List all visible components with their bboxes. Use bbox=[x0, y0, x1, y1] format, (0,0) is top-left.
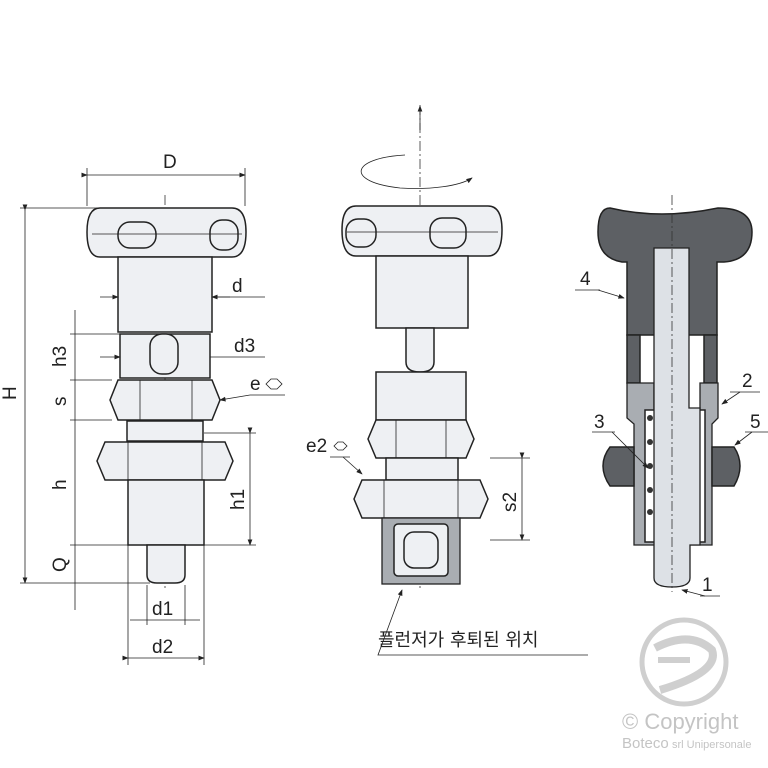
part-label-4: 4 bbox=[580, 269, 591, 290]
dim-s2: s2 bbox=[500, 492, 521, 512]
dim-d: d bbox=[232, 276, 243, 297]
nut-section-5 bbox=[602, 446, 635, 487]
part-label-2: 2 bbox=[742, 371, 753, 392]
dim-D: D bbox=[163, 152, 177, 173]
watermark-logo bbox=[639, 617, 729, 707]
copyright-watermark: © Copyright Boteco srl Unipersonale bbox=[622, 617, 751, 752]
watermark-copyright: © Copyright bbox=[622, 709, 738, 734]
rotation-arrow-icon bbox=[360, 154, 473, 189]
retracted-view: e2 s2 플런저가 후퇴된 위치 bbox=[306, 105, 588, 656]
plunger-pin-section-1 bbox=[653, 247, 701, 588]
lock-nut bbox=[96, 441, 234, 481]
watermark-company: Boteco bbox=[622, 735, 669, 752]
knob-hole-right bbox=[209, 219, 239, 251]
dim-d1: d1 bbox=[152, 599, 173, 620]
dim-h1: h1 bbox=[228, 489, 249, 510]
hex-nut-e bbox=[109, 379, 221, 421]
retracted-position-note: 플런저가 후퇴된 위치 bbox=[378, 630, 538, 651]
dim-e: e bbox=[250, 374, 261, 395]
washer bbox=[126, 420, 204, 442]
part-label-1: 1 bbox=[702, 575, 713, 596]
dim-h3: h3 bbox=[50, 346, 71, 367]
hexagon-icon bbox=[333, 441, 348, 451]
watermark-company-suffix: srl Unipersonale bbox=[672, 739, 751, 751]
part-label-3: 3 bbox=[594, 412, 605, 433]
dim-H: H bbox=[0, 386, 21, 400]
hexagon-icon bbox=[265, 378, 283, 390]
section-view: 4 2 3 5 1 bbox=[575, 195, 768, 597]
plunger-pin bbox=[146, 544, 186, 584]
dim-d2: d2 bbox=[152, 637, 173, 658]
dim-e2: e2 bbox=[306, 436, 327, 457]
slot bbox=[149, 333, 179, 375]
threaded-body bbox=[127, 479, 205, 546]
dim-s: s bbox=[50, 397, 71, 407]
part-label-5: 5 bbox=[750, 412, 761, 433]
knob-hole-left bbox=[117, 221, 157, 249]
front-view: D d d3 e H h3 s h Q h1 d1 d2 bbox=[0, 152, 285, 665]
stem-body bbox=[117, 256, 213, 333]
dim-d3: d3 bbox=[234, 336, 255, 357]
dim-h: h bbox=[50, 479, 71, 490]
dim-Q: Q bbox=[50, 557, 71, 572]
